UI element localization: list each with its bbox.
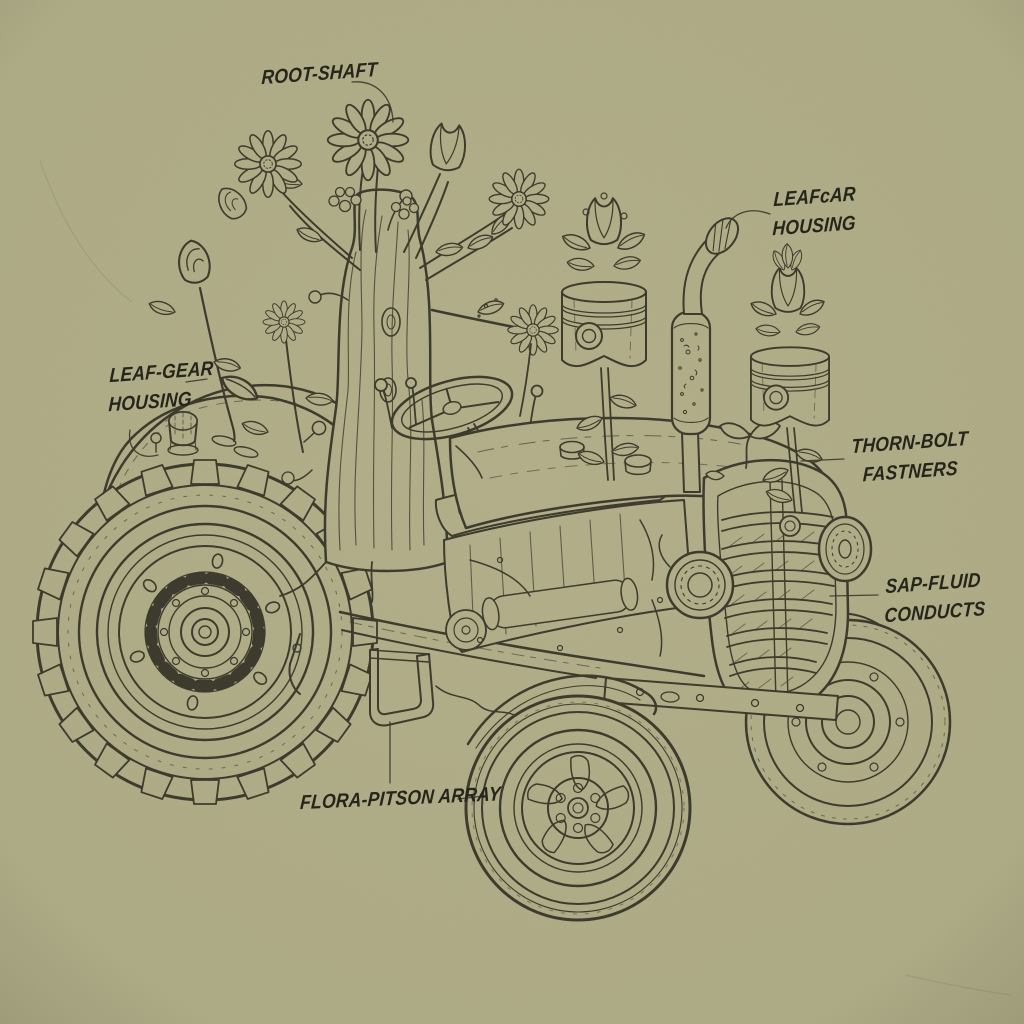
label-text: THORN-BOLT: [851, 427, 969, 459]
label-sap-fluid-conducts: SAP-FLUID CONDUCTS: [884, 566, 987, 631]
label-leafcar-housing: LEAFcAR HOUSING: [772, 180, 857, 244]
label-text: HOUSING: [772, 212, 857, 241]
label-leaf-gear-housing: LEAF-GEAR HOUSING: [108, 355, 214, 421]
label-text: LEAFcAR: [773, 183, 857, 212]
label-text: LEAF-GEAR: [109, 357, 214, 388]
label-text: FLORA-PITSON ARRAY: [299, 783, 502, 815]
label-text: ROOT-SHAFT: [261, 58, 378, 90]
label-text: SAP-FLUID: [885, 569, 982, 599]
label-thorn-bolt-fastners: THORN-BOLT FASTNERS: [850, 425, 969, 491]
